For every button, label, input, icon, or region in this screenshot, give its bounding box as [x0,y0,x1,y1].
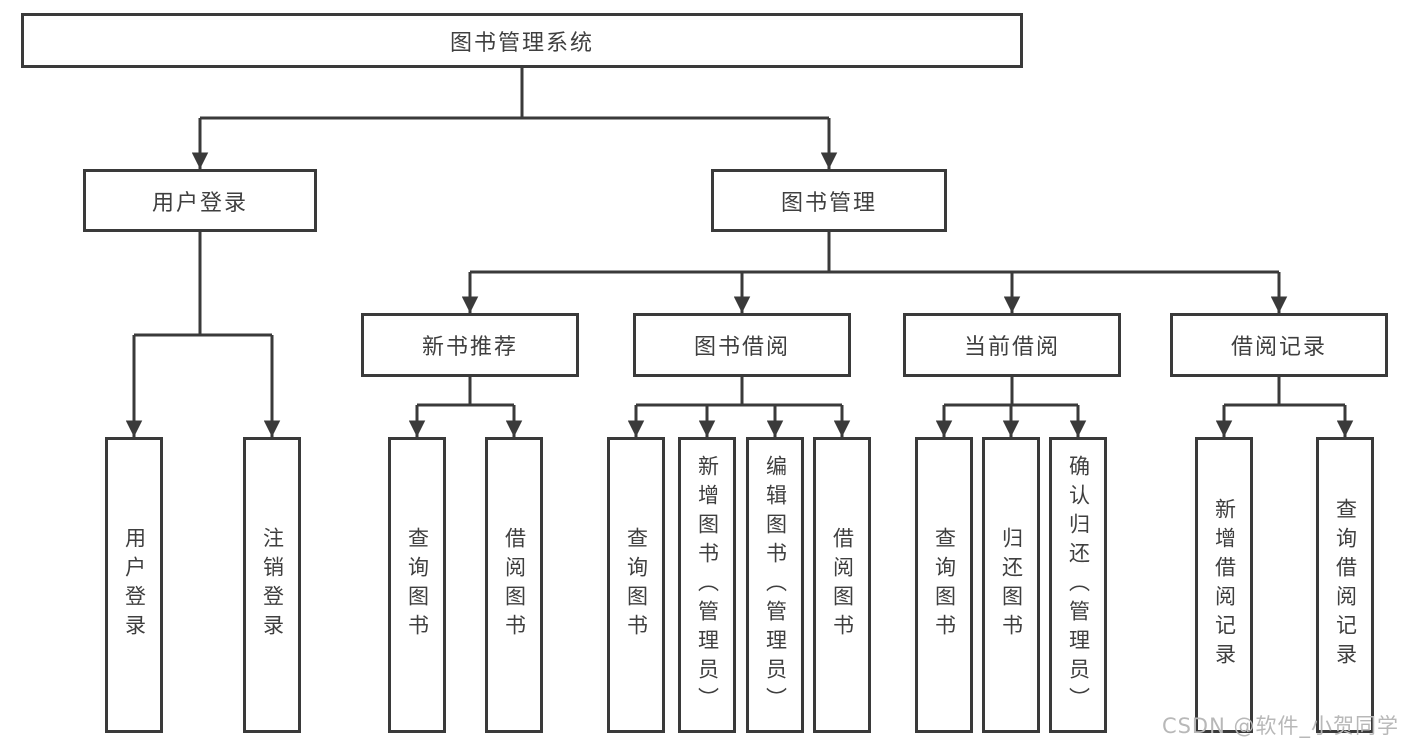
node-edit-book-admin: 编辑图书（管理员） [746,437,804,733]
node-user-login-leaf: 用户登录 [105,437,163,733]
node-query-books-recommend: 查询图书 [388,437,446,733]
node-user-login: 用户登录 [83,169,317,232]
node-query-books-current: 查询图书 [915,437,973,733]
node-library-system: 图书管理系统 [21,13,1023,68]
node-book-management: 图书管理 [711,169,947,232]
node-book-borrow: 图书借阅 [633,313,851,377]
node-borrow-books-recommend: 借阅图书 [485,437,543,733]
node-add-borrow-record: 新增借阅记录 [1195,437,1253,733]
node-logout-leaf: 注销登录 [243,437,301,733]
csdn-watermark: CSDN @软件_小贺同学 [1161,714,1399,738]
node-return-book: 归还图书 [982,437,1040,733]
node-query-borrow-record: 查询借阅记录 [1316,437,1374,733]
node-borrow-records: 借阅记录 [1170,313,1388,377]
node-borrow-books-leaf: 借阅图书 [813,437,871,733]
node-add-book-admin: 新增图书（管理员） [678,437,736,733]
node-new-book-recommend: 新书推荐 [361,313,579,377]
node-current-borrow: 当前借阅 [903,313,1121,377]
node-query-books-borrow: 查询图书 [607,437,665,733]
node-confirm-return-admin: 确认归还（管理员） [1049,437,1107,733]
